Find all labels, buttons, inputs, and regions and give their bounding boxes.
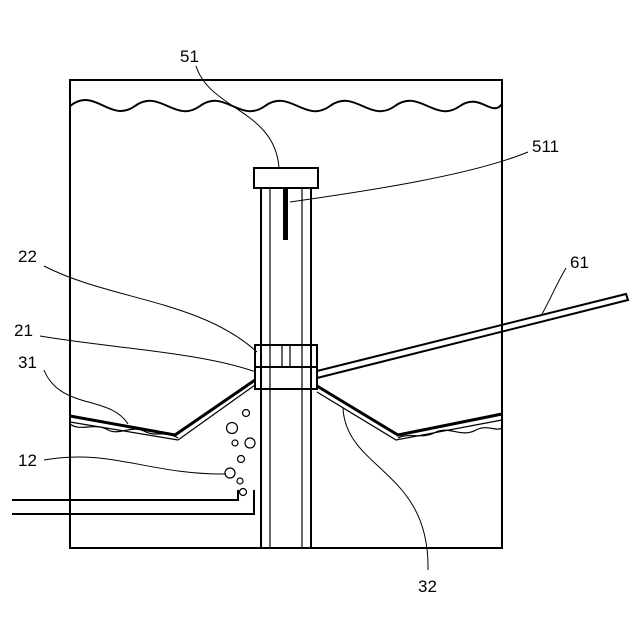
cap-51 — [254, 168, 318, 188]
leader-511 — [290, 152, 528, 202]
bubbles — [225, 410, 255, 496]
arm-61 — [317, 294, 628, 378]
bubble — [237, 478, 243, 484]
bubble — [238, 456, 245, 463]
label-12: 12 — [18, 451, 37, 470]
label-32: 32 — [418, 577, 437, 596]
bubble — [245, 438, 255, 448]
label-51: 51 — [180, 47, 199, 66]
bubble — [243, 410, 250, 417]
label-61: 61 — [570, 253, 589, 272]
bubble — [232, 440, 238, 446]
leader-22 — [44, 266, 257, 352]
bubble — [225, 468, 235, 478]
leader-31 — [44, 370, 128, 424]
leader-61 — [542, 268, 566, 314]
label-22: 22 — [18, 247, 37, 266]
inlet-pipe-bottom — [12, 490, 254, 514]
leader-21 — [40, 336, 256, 372]
label-31: 31 — [18, 353, 37, 372]
inlet-pipe-top — [12, 490, 238, 500]
collar-21 — [255, 367, 317, 389]
membrane-32 — [317, 386, 502, 435]
tank-outline — [70, 80, 502, 548]
bubble — [240, 489, 247, 496]
rod-511 — [283, 188, 288, 240]
leader-51 — [196, 66, 279, 168]
label-21: 21 — [14, 321, 33, 340]
collar-22 — [255, 345, 317, 367]
bubble — [227, 423, 238, 434]
leader-12 — [44, 457, 226, 474]
label-511: 511 — [532, 137, 559, 156]
upper-wave-line — [70, 100, 502, 111]
